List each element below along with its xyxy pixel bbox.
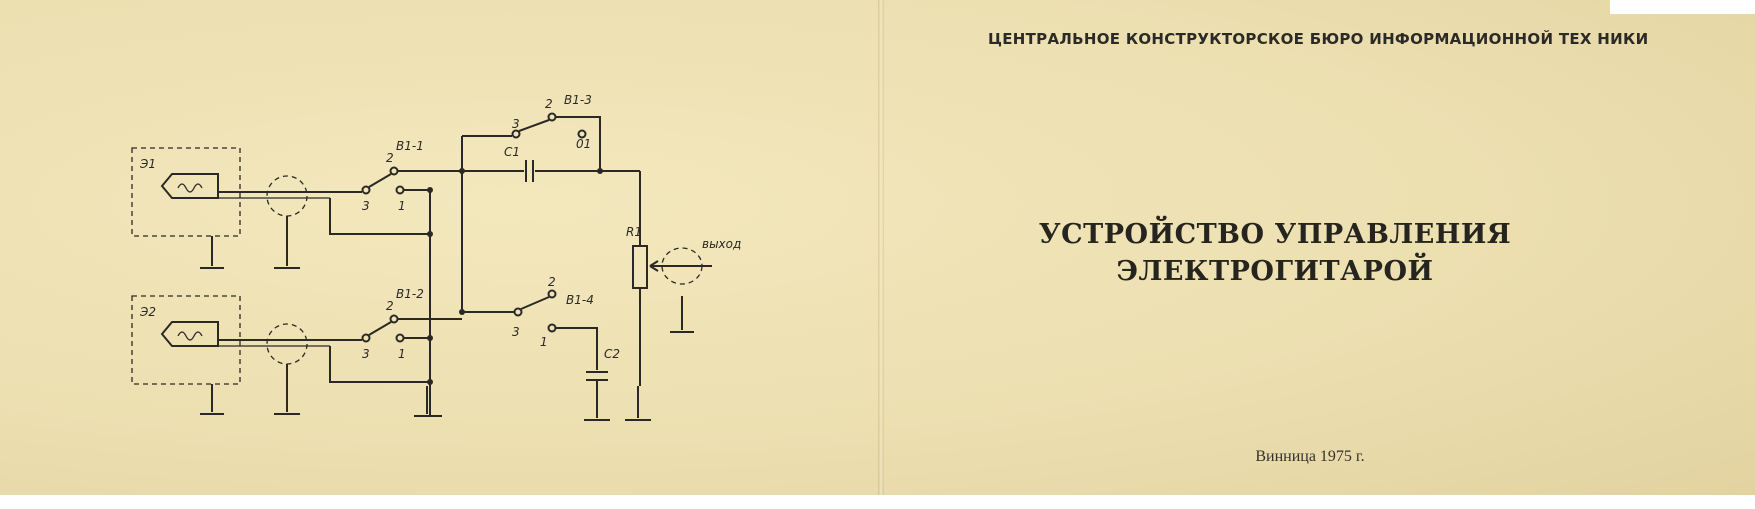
torn-corner bbox=[1610, 0, 1755, 14]
title-line-2: ЭЛЕКТРОГИТАРОЙ bbox=[1116, 256, 1434, 287]
title-line-1: УСТРОЙСТВО УПРАВЛЕНИЯ bbox=[1038, 219, 1512, 250]
output-jack: выход bbox=[661, 237, 741, 285]
label-r1: R1 bbox=[626, 225, 642, 239]
ground-symbols bbox=[200, 216, 694, 421]
organization-header: ЦЕНТРАЛЬНОЕ КОНСТРУКТОРСКОЕ БЮРО ИНФОРМА… bbox=[988, 30, 1649, 48]
label-b1-1: В1-1 bbox=[396, 139, 424, 153]
svg-text:3: 3 bbox=[512, 325, 520, 339]
svg-text:2: 2 bbox=[386, 151, 394, 165]
label-b1-4: В1-4 bbox=[566, 293, 594, 307]
svg-text:2: 2 bbox=[545, 97, 553, 111]
svg-text:1: 1 bbox=[540, 335, 548, 349]
switch-b1-2: 2 В1-2 3 1 bbox=[361, 287, 462, 361]
svg-text:2: 2 bbox=[548, 275, 556, 289]
page-fold bbox=[878, 0, 884, 509]
shielded-cables bbox=[218, 175, 430, 383]
switch-b1-3: 3 2 В1-3 01 bbox=[462, 93, 603, 174]
label-b1-3: В1-3 bbox=[564, 93, 592, 107]
label-c1: С1 bbox=[504, 145, 520, 159]
imprint: Винница 1975 г. bbox=[1255, 448, 1365, 465]
resistor-r1: R1 bbox=[626, 171, 668, 386]
svg-text:3: 3 bbox=[362, 347, 370, 361]
svg-text:2: 2 bbox=[386, 299, 394, 313]
pickup-e2: Э2 bbox=[131, 295, 241, 385]
svg-text:3: 3 bbox=[512, 117, 520, 131]
paper-edge bbox=[0, 495, 1755, 509]
svg-text:3: 3 bbox=[362, 199, 370, 213]
svg-text:1: 1 bbox=[398, 347, 406, 361]
label-b1-2: В1-2 bbox=[396, 287, 424, 301]
circuit-schematic: Э1 Э2 bbox=[131, 93, 741, 421]
svg-text:01: 01 bbox=[576, 137, 591, 151]
svg-text:1: 1 bbox=[398, 199, 406, 213]
document-title: УСТРОЙСТВО УПРАВЛЕНИЯ ЭЛЕКТРОГИТАРОЙ bbox=[1000, 216, 1550, 290]
label-output: выход bbox=[702, 237, 741, 251]
label-c2: С2 bbox=[604, 347, 620, 361]
pickup-e1: Э1 bbox=[131, 147, 241, 237]
switch-b1-4: 2 В1-4 3 1 bbox=[462, 275, 598, 370]
label-e1: Э1 bbox=[139, 157, 156, 171]
capacitor-c2: С2 bbox=[586, 347, 620, 388]
label-e2: Э2 bbox=[139, 305, 156, 319]
switch-b1-1: 2 В1-1 3 1 bbox=[361, 139, 462, 416]
